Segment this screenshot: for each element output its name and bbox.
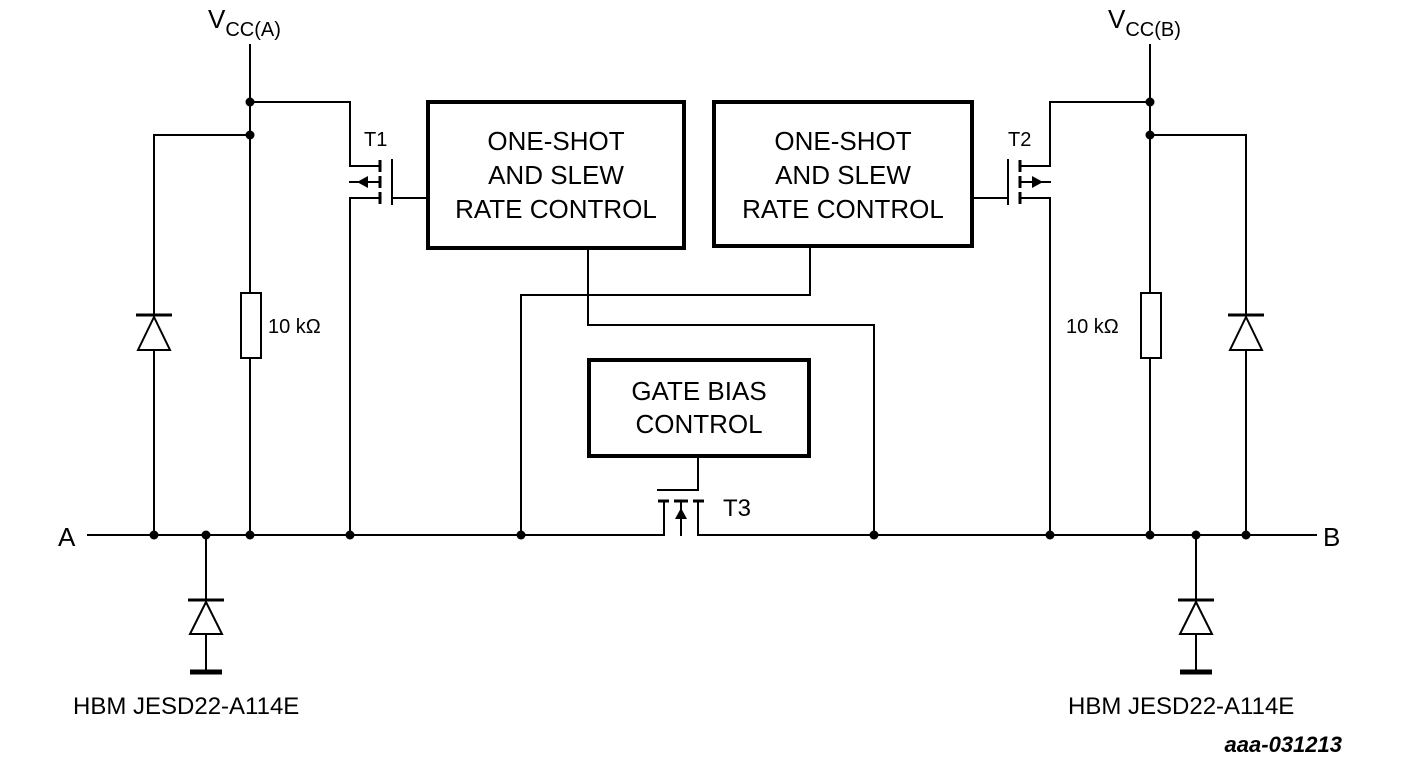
vcc-a-label: VCC(A)	[208, 4, 281, 41]
transistor-t2	[971, 159, 1051, 205]
right-supply-wiring	[1019, 44, 1247, 536]
transistor-t3	[657, 455, 704, 536]
esd-diode-right	[1178, 534, 1214, 675]
t3-label: T3	[723, 495, 751, 522]
resistor-left	[240, 292, 262, 359]
clamp-diode-left	[136, 313, 172, 351]
svg-text:AND SLEW: AND SLEW	[775, 160, 911, 190]
svg-text:CONTROL: CONTROL	[635, 409, 762, 439]
svg-text:GATE BIAS: GATE BIAS	[631, 376, 766, 406]
transistor-t1	[349, 159, 429, 205]
gate-bias-block: GATE BIAS CONTROL	[587, 358, 811, 458]
resistor-right-label: 10 kΩ	[1066, 316, 1119, 338]
oneshot-block-right: ONE-SHOT AND SLEW RATE CONTROL	[712, 100, 974, 248]
svg-text:AND SLEW: AND SLEW	[488, 160, 624, 190]
svg-text:RATE CONTROL: RATE CONTROL	[742, 194, 944, 224]
esd-diode-left	[188, 534, 224, 675]
port-b-label: B	[1323, 522, 1340, 552]
t2-label: T2	[1008, 129, 1031, 151]
left-supply-wiring	[153, 44, 381, 536]
clamp-diode-right	[1228, 313, 1264, 351]
oneshot-block-left: ONE-SHOT AND SLEW RATE CONTROL	[426, 100, 686, 250]
svg-text:RATE CONTROL: RATE CONTROL	[455, 194, 657, 224]
esd-right-label: HBM JESD22-A114E	[1068, 693, 1294, 720]
svg-text:ONE-SHOT: ONE-SHOT	[774, 126, 911, 156]
resistor-left-label: 10 kΩ	[268, 316, 321, 338]
oneshot-control-wiring	[520, 245, 875, 536]
svg-text:ONE-SHOT: ONE-SHOT	[487, 126, 624, 156]
resistor-right	[1140, 292, 1162, 359]
t1-label: T1	[364, 129, 387, 151]
figure-id: aaa-031213	[1225, 732, 1342, 757]
port-a-label: A	[58, 522, 76, 552]
esd-left-label: HBM JESD22-A114E	[73, 693, 299, 720]
vcc-b-label: VCC(B)	[1108, 4, 1181, 41]
